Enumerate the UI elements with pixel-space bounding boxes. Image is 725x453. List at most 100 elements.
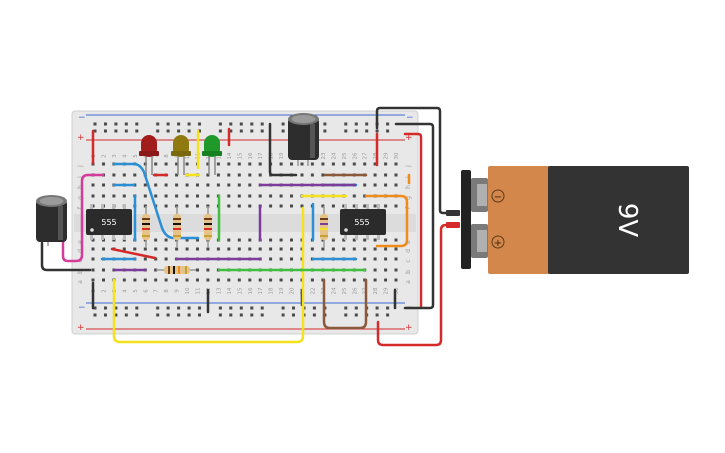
breadboard-hole[interactable] (227, 194, 231, 198)
breadboard-hole[interactable] (310, 278, 314, 282)
breadboard-hole[interactable] (175, 183, 179, 187)
breadboard-hole[interactable] (164, 162, 168, 166)
breadboard-hole[interactable] (112, 194, 116, 198)
breadboard-hole[interactable] (373, 238, 377, 242)
breadboard-hole[interactable] (248, 194, 252, 198)
breadboard-hole[interactable] (112, 173, 116, 177)
breadboard-hole[interactable] (269, 257, 273, 261)
breadboard-hole[interactable] (185, 278, 189, 282)
breadboard-hole[interactable] (196, 247, 199, 251)
breadboard-hole[interactable] (373, 204, 377, 208)
breadboard-hole[interactable] (352, 247, 356, 251)
led-yellow[interactable] (171, 135, 191, 175)
breadboard-hole[interactable] (321, 173, 325, 177)
breadboard-hole[interactable] (373, 162, 377, 166)
breadboard-hole[interactable] (237, 238, 241, 242)
breadboard-hole[interactable] (206, 247, 210, 251)
breadboard-hole[interactable] (122, 173, 126, 177)
breadboard-hole[interactable] (331, 278, 335, 282)
breadboard-hole[interactable] (133, 247, 137, 251)
breadboard-hole[interactable] (114, 122, 118, 126)
breadboard-hole[interactable] (269, 204, 273, 208)
breadboard-hole[interactable] (237, 162, 241, 166)
breadboard-hole[interactable] (384, 257, 388, 261)
breadboard-hole[interactable] (323, 122, 327, 126)
breadboard-hole[interactable] (321, 238, 325, 242)
breadboard-hole[interactable] (258, 162, 262, 166)
breadboard-hole[interactable] (164, 257, 168, 261)
breadboard-hole[interactable] (187, 306, 191, 310)
wire-black-1[interactable] (268, 122, 298, 177)
breadboard-hole[interactable] (91, 183, 95, 187)
breadboard-hole[interactable] (93, 122, 97, 126)
breadboard-hole[interactable] (154, 247, 158, 251)
breadboard-hole[interactable] (175, 278, 179, 282)
breadboard-hole[interactable] (196, 238, 199, 242)
breadboard-hole[interactable] (300, 204, 304, 208)
breadboard-hole[interactable] (206, 194, 210, 198)
breadboard-hole[interactable] (185, 194, 189, 198)
breadboard-hole[interactable] (196, 194, 199, 198)
breadboard-hole[interactable] (260, 122, 264, 126)
breadboard-hole[interactable] (281, 306, 285, 310)
breadboard-hole[interactable] (344, 129, 348, 133)
wire-black-rail-bridge[interactable] (394, 122, 435, 310)
breadboard-hole[interactable] (216, 278, 220, 282)
breadboard-hole[interactable] (352, 194, 356, 198)
wire-red-4[interactable] (110, 247, 157, 260)
breadboard-hole[interactable] (143, 257, 147, 261)
breadboard-hole[interactable] (258, 278, 262, 282)
breadboard-hole[interactable] (185, 247, 189, 251)
breadboard-hole[interactable] (227, 173, 231, 177)
breadboard-hole[interactable] (363, 183, 367, 187)
breadboard-hole[interactable] (279, 162, 283, 166)
breadboard-hole[interactable] (279, 257, 283, 261)
breadboard-hole[interactable] (290, 278, 293, 282)
breadboard-hole[interactable] (237, 173, 241, 177)
breadboard-hole[interactable] (321, 204, 325, 208)
breadboard-hole[interactable] (187, 313, 191, 317)
breadboard-hole[interactable] (227, 278, 231, 282)
breadboard-hole[interactable] (290, 204, 293, 208)
breadboard-hole[interactable] (248, 238, 252, 242)
wire-black-battery[interactable] (375, 106, 454, 215)
breadboard-hole[interactable] (175, 194, 179, 198)
breadboard-hole[interactable] (135, 129, 139, 133)
breadboard-hole[interactable] (239, 122, 243, 126)
breadboard-hole[interactable] (352, 238, 356, 242)
wire-black-cap-lead[interactable] (40, 241, 92, 272)
breadboard-hole[interactable] (229, 313, 233, 317)
led-green[interactable] (202, 135, 222, 175)
breadboard-hole[interactable] (196, 278, 199, 282)
breadboard-hole[interactable] (373, 183, 377, 187)
chip-555-left[interactable]: 555 (86, 204, 132, 240)
led-red[interactable] (139, 135, 159, 175)
breadboard-hole[interactable] (104, 313, 107, 317)
breadboard-hole[interactable] (135, 306, 139, 310)
breadboard-hole[interactable] (310, 247, 314, 251)
breadboard-hole[interactable] (384, 183, 388, 187)
breadboard-hole[interactable] (216, 173, 220, 177)
breadboard-hole[interactable] (394, 173, 398, 177)
breadboard-hole[interactable] (143, 183, 147, 187)
breadboard-hole[interactable] (154, 278, 158, 282)
breadboard-hole[interactable] (363, 162, 367, 166)
breadboard-hole[interactable] (354, 129, 358, 133)
wire-magenta[interactable] (61, 173, 105, 263)
breadboard-hole[interactable] (93, 129, 97, 133)
breadboard-hole[interactable] (175, 247, 179, 251)
breadboard-hole[interactable] (290, 238, 293, 242)
breadboard-hole[interactable] (248, 162, 252, 166)
breadboard-hole[interactable] (177, 129, 181, 133)
breadboard-hole[interactable] (323, 129, 327, 133)
breadboard-hole[interactable] (310, 162, 314, 166)
breadboard-hole[interactable] (166, 313, 170, 317)
breadboard-hole[interactable] (154, 238, 158, 242)
breadboard-hole[interactable] (386, 313, 390, 317)
breadboard-hole[interactable] (394, 183, 398, 187)
breadboard-hole[interactable] (175, 162, 179, 166)
breadboard-hole[interactable] (218, 313, 222, 317)
breadboard-hole[interactable] (375, 129, 379, 133)
breadboard-hole[interactable] (135, 313, 139, 317)
breadboard-hole[interactable] (260, 129, 264, 133)
